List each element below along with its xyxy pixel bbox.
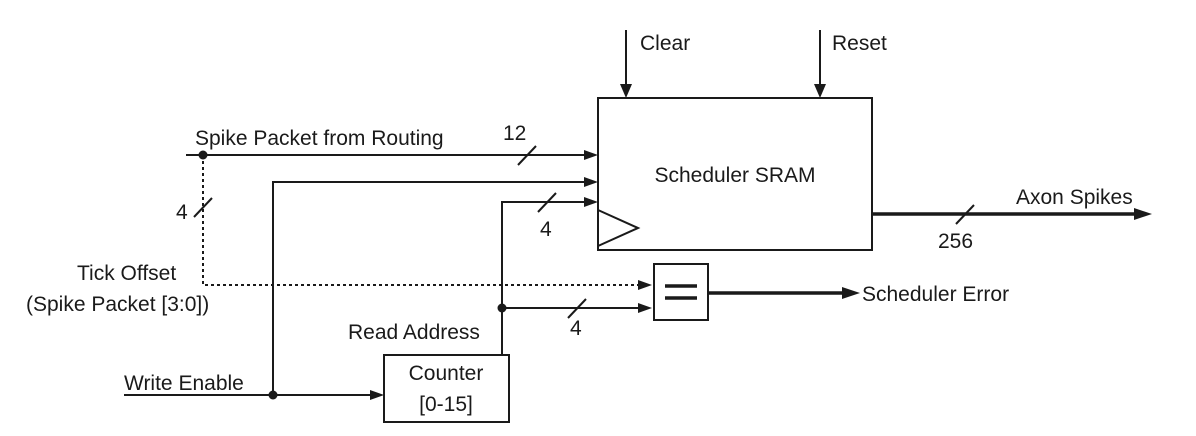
write-enable-label: Write Enable [124, 372, 244, 395]
scheduler-error-label: Scheduler Error [862, 283, 1009, 306]
reset-label: Reset [832, 32, 887, 55]
bus-width-12-label: 12 [503, 122, 526, 145]
scheduler-error-output: Scheduler Error [708, 283, 1009, 306]
bus-width-4-tick-label: 4 [176, 201, 188, 224]
read-address-bus: 4 4 Read Address [348, 192, 652, 355]
counter-range-label: [0-15] [419, 393, 473, 416]
spike-packet-bits-label: (Spike Packet [3:0]) [26, 293, 209, 316]
axon-spikes-label: Axon Spikes [1016, 186, 1133, 209]
read-address-label: Read Address [348, 321, 480, 344]
equality-comparator [653, 263, 709, 321]
scheduler-sram-label: Scheduler SRAM [654, 164, 815, 187]
bus-width-4-cmp-label: 4 [570, 317, 582, 340]
spike-packet-label: Spike Packet from Routing [195, 127, 444, 150]
bus-width-256-label: 256 [938, 230, 973, 253]
reset-input: Reset [814, 30, 887, 98]
clear-label: Clear [640, 32, 690, 55]
counter-block: Counter [0-15] [383, 354, 510, 423]
spike-packet-bus: Spike Packet from Routing 12 [186, 122, 598, 166]
tick-offset-bus: 4 Tick Offset (Spike Packet [3:0]) [26, 155, 652, 316]
bus-width-4-addr-label: 4 [540, 218, 552, 241]
write-enable-net: Write Enable [124, 177, 598, 400]
scheduler-sram-block: Scheduler SRAM [597, 97, 873, 251]
clear-input: Clear [620, 30, 690, 98]
tick-offset-label: Tick Offset [77, 262, 176, 285]
counter-label: Counter [409, 362, 484, 385]
axon-spikes-output: 256 Axon Spikes [872, 186, 1152, 253]
